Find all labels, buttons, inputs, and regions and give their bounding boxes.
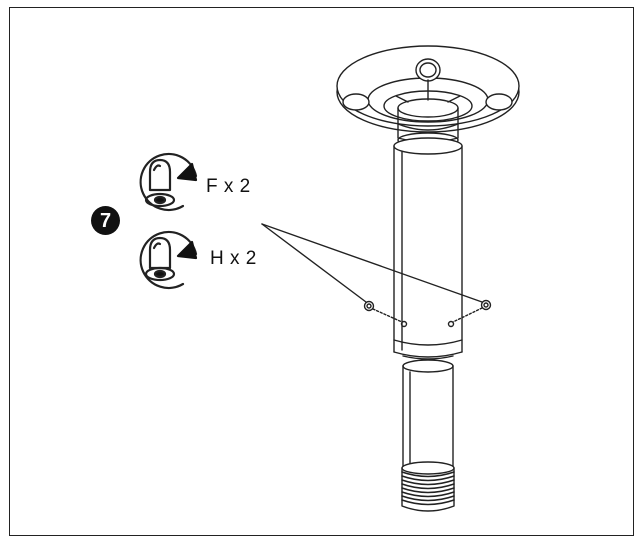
threaded-end bbox=[401, 461, 455, 512]
upper-tube bbox=[393, 123, 463, 358]
hardware-label-h: H x 2 bbox=[210, 248, 257, 269]
ceiling-plate bbox=[336, 45, 520, 133]
screwdriver-rotate-icon-f bbox=[139, 152, 198, 211]
screw-left bbox=[363, 300, 403, 323]
screwdriver-rotate-icon-h bbox=[139, 230, 198, 289]
screw-holes bbox=[400, 320, 455, 328]
step-number-badge: 7 bbox=[91, 206, 120, 235]
lower-tube bbox=[402, 355, 454, 467]
hardware-label-f: F x 2 bbox=[206, 176, 251, 197]
pointer-lines bbox=[261, 223, 483, 303]
screw-right bbox=[452, 299, 492, 323]
diagram-frame bbox=[9, 7, 634, 536]
